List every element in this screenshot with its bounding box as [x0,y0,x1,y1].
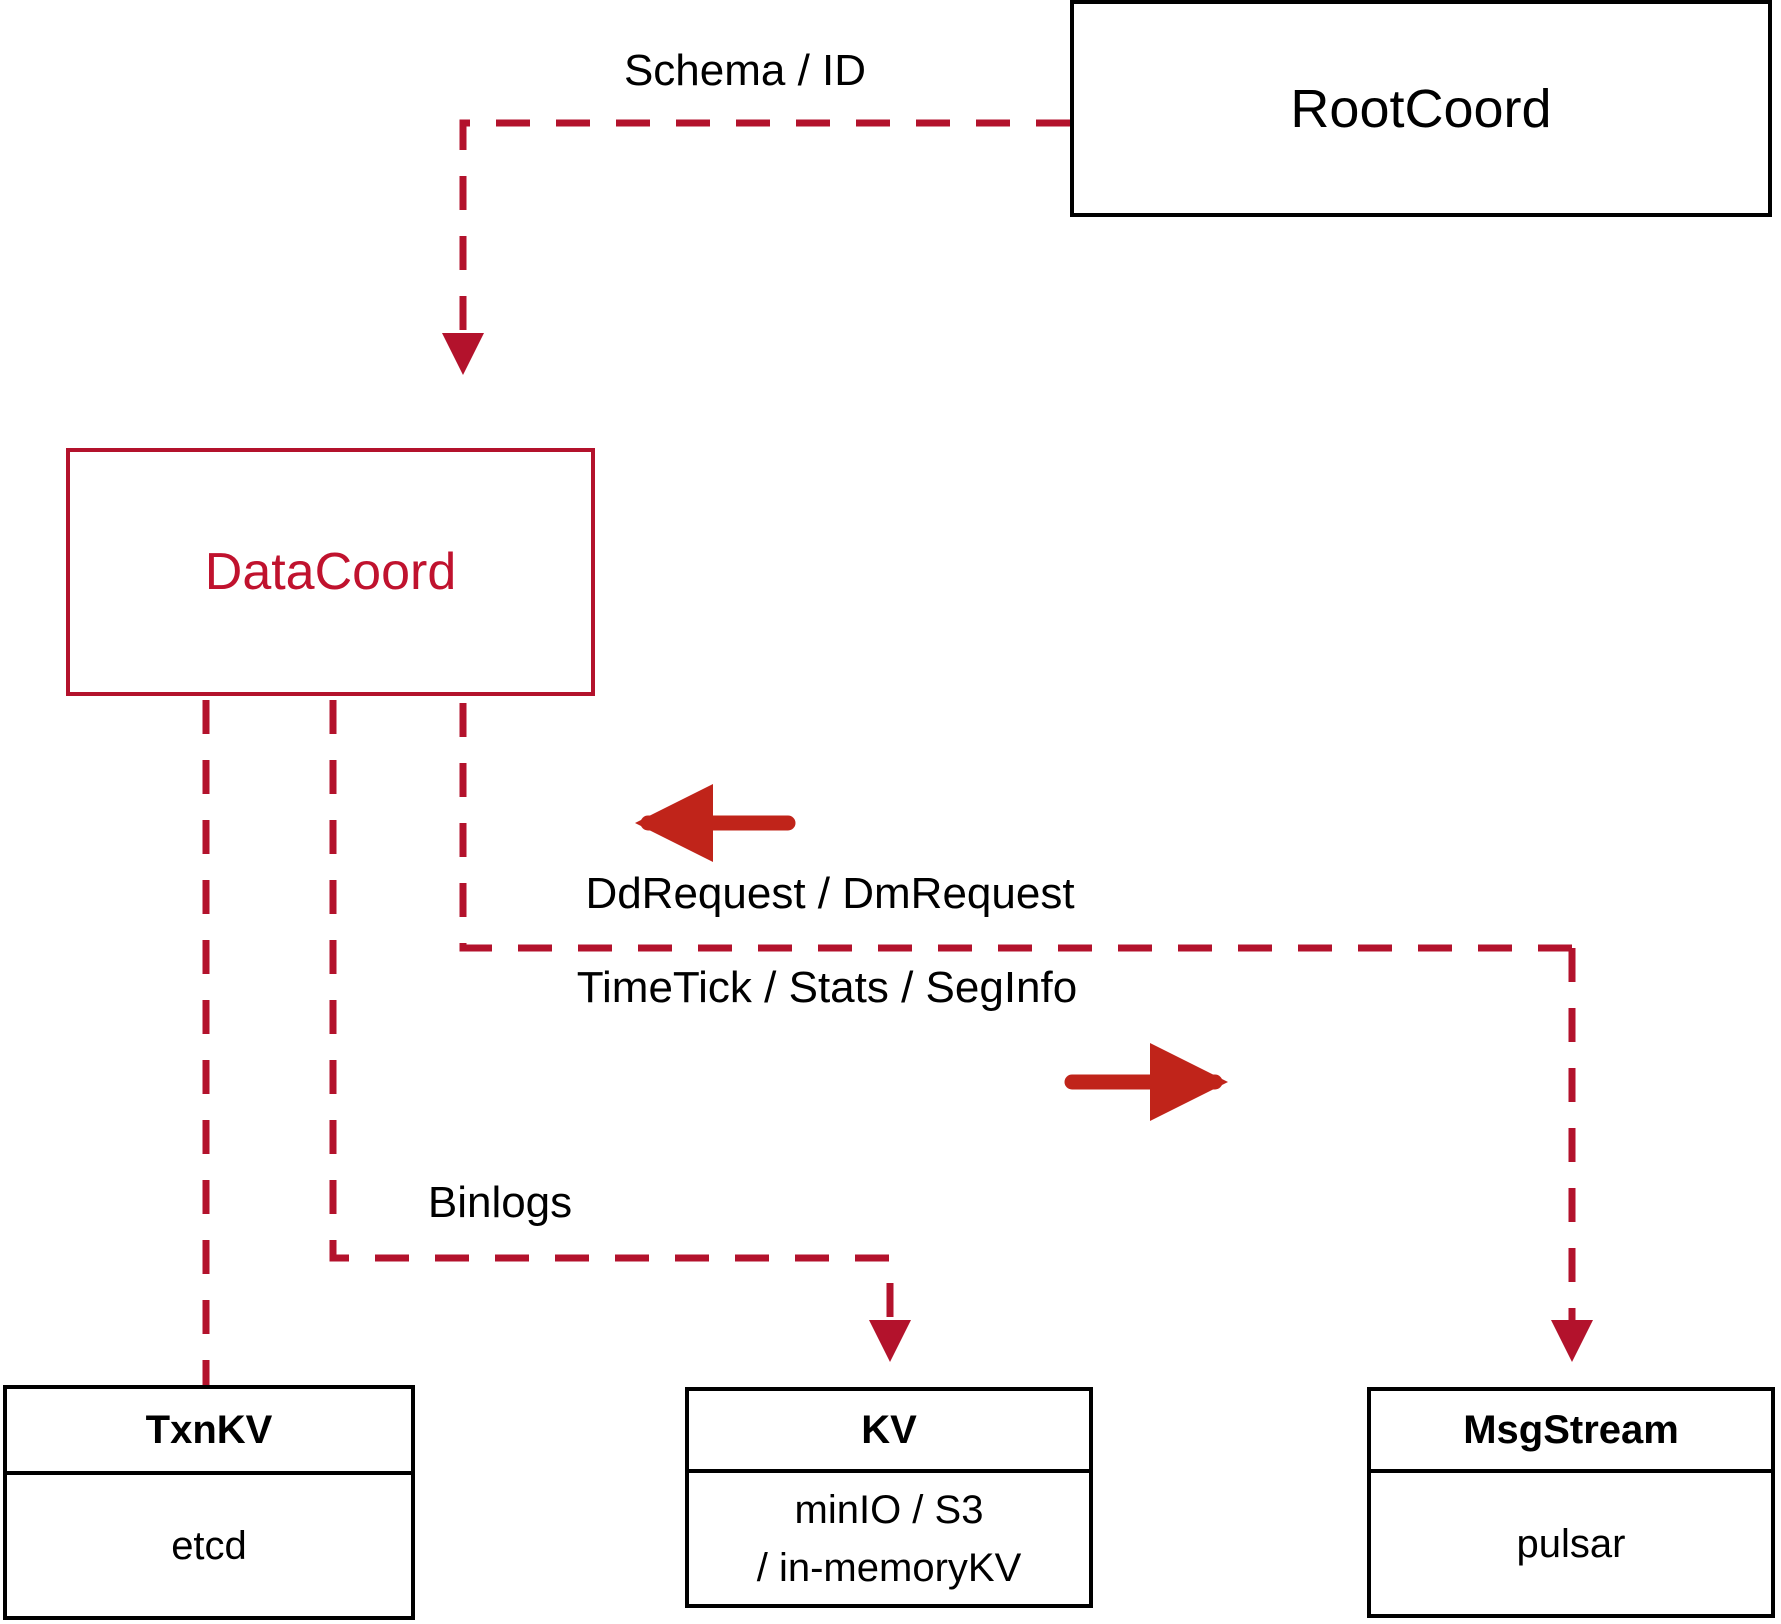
edge-datacoord-kv [329,700,911,1362]
edge-schema-id [442,119,1070,375]
edge-label-timetick-stats-seginfo: TimeTick / Stats / SegInfo [576,963,1078,1012]
edge-label-schema-id: Schema / ID [623,46,867,95]
node-kv-body-line-1: / in-memoryKV [756,1545,1022,1590]
node-kv[interactable]: KV minIO / S3 / in-memoryKV [685,1387,1093,1608]
node-msgstream-body-line-0: pulsar [1516,1521,1626,1566]
node-txnkv-header: TxnKV [7,1389,411,1475]
node-msgstream-header: MsgStream [1371,1391,1771,1473]
edge-label-binlogs: Binlogs [427,1178,573,1227]
node-txnkv-body: etcd [7,1475,411,1616]
node-msgstream-body: pulsar [1371,1473,1771,1614]
node-kv-body-line-0: minIO / S3 [794,1487,984,1532]
node-datacoord[interactable]: DataCoord [66,448,595,696]
node-kv-header: KV [689,1391,1089,1473]
node-rootcoord[interactable]: RootCoord [1070,0,1772,217]
node-msgstream[interactable]: MsgStream pulsar [1367,1387,1775,1618]
edge-label-dd-dm-request: DdRequest / DmRequest [585,869,1075,918]
node-kv-body: minIO / S3 / in-memoryKV [689,1473,1089,1604]
node-txnkv-body-line-0: etcd [171,1523,247,1568]
node-rootcoord-label: RootCoord [1290,78,1552,139]
node-txnkv[interactable]: TxnKV etcd [3,1385,415,1620]
node-datacoord-label: DataCoord [204,543,457,601]
